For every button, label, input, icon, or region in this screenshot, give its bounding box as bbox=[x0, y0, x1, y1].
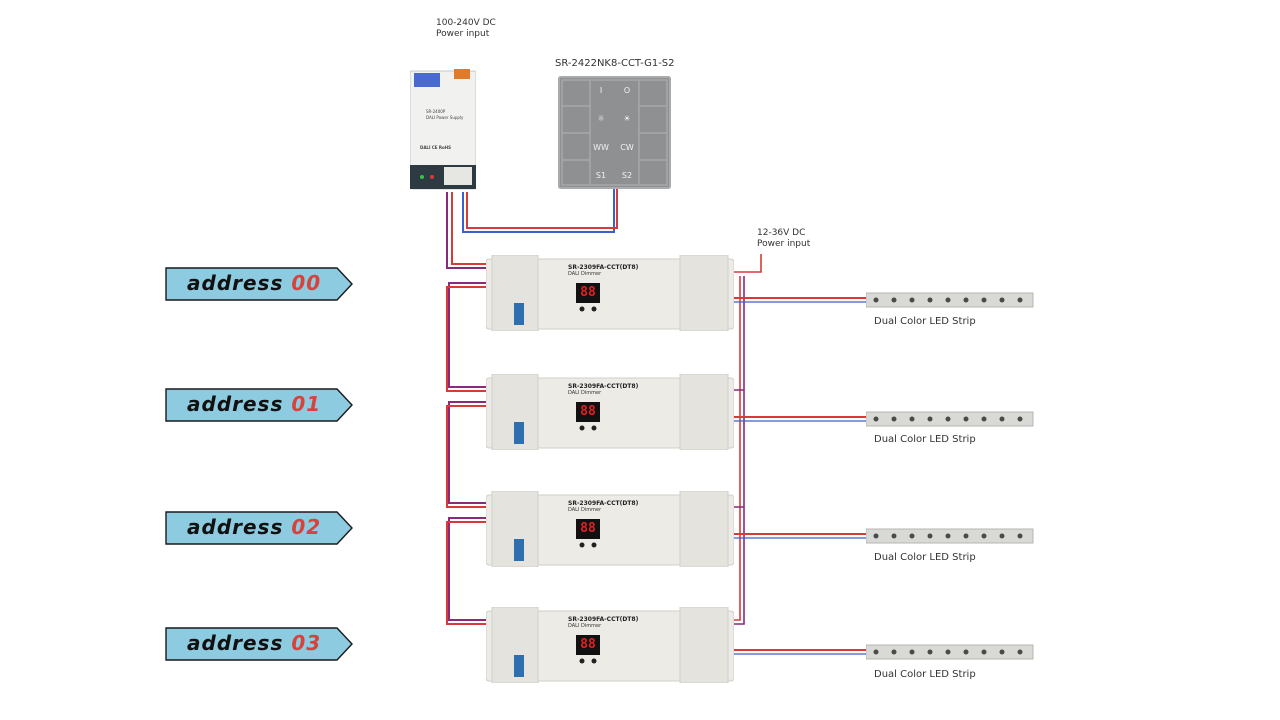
psu-marks: DALI CE RoHS bbox=[420, 145, 451, 150]
led-strip-01 bbox=[866, 411, 1034, 427]
dc-power-input-voltage: 12-36V DC bbox=[757, 228, 806, 238]
led-strip-00 bbox=[866, 292, 1034, 308]
dali-dimmer-00: SR-2309FA-CCT(DT8) DALI Dimmer 88 bbox=[485, 254, 735, 332]
address-prefix: address bbox=[187, 515, 284, 539]
dimmer-address-display: 88 bbox=[576, 283, 600, 303]
dali-dimmer-02: SR-2309FA-CCT(DT8) DALI Dimmer 88 bbox=[485, 490, 735, 568]
address-label-03: address 03 bbox=[165, 627, 353, 661]
dimmer-model: SR-2309FA-CCT(DT8) bbox=[568, 616, 639, 623]
led-strip-label-02: Dual Color LED Strip bbox=[874, 552, 976, 563]
dimmer-model: SR-2309FA-CCT(DT8) bbox=[568, 500, 639, 507]
dali-wall-panel: I O ☼ ☀ WW CW S1 S2 bbox=[558, 76, 671, 189]
dali-dimmer-01: SR-2309FA-CCT(DT8) DALI Dimmer 88 bbox=[485, 373, 735, 451]
address-prefix: address bbox=[187, 271, 284, 295]
panel-key-off[interactable]: O bbox=[623, 86, 631, 95]
dimmer-subtitle: DALI Dimmer bbox=[568, 390, 602, 396]
dimmer-subtitle: DALI Dimmer bbox=[568, 507, 602, 513]
dimmer-address-display: 88 bbox=[576, 402, 600, 422]
address-tag-shape bbox=[165, 388, 353, 422]
dimmer-body bbox=[485, 490, 735, 568]
address-number: 00 bbox=[291, 271, 322, 295]
led-strip-label-01: Dual Color LED Strip bbox=[874, 434, 976, 445]
panel-key-dim-down[interactable]: ☼ bbox=[597, 114, 605, 123]
dc-power-input-caption: 12-36V DC Power input bbox=[757, 228, 810, 250]
panel-key-on[interactable]: I bbox=[599, 86, 603, 95]
panel-model-label: SR-2422NK8-CCT-G1-S2 bbox=[555, 58, 675, 69]
address-tag-shape bbox=[165, 511, 353, 545]
led-strip-02 bbox=[866, 528, 1034, 544]
led-strip-03 bbox=[866, 644, 1034, 660]
panel-key-s1[interactable]: S1 bbox=[595, 171, 607, 180]
address-tag-shape bbox=[165, 267, 353, 301]
psu-body bbox=[409, 61, 477, 190]
ac-power-input-label: Power input bbox=[436, 29, 490, 39]
dimmer-model: SR-2309FA-CCT(DT8) bbox=[568, 383, 639, 390]
panel-key-cw[interactable]: CW bbox=[620, 143, 634, 152]
led-output-wires bbox=[720, 297, 868, 655]
dali-dimmer-03: SR-2309FA-CCT(DT8) DALI Dimmer 88 bbox=[485, 606, 735, 684]
panel-key-ww[interactable]: WW bbox=[593, 143, 609, 152]
address-number: 01 bbox=[291, 392, 322, 416]
psu-subtitle: DALI Power Supply bbox=[426, 115, 464, 120]
ac-power-input-voltage: 100-240V DC bbox=[436, 18, 496, 28]
address-label-01: address 01 bbox=[165, 388, 353, 422]
led-strip-label-00: Dual Color LED Strip bbox=[874, 316, 976, 327]
panel-key-s2[interactable]: S2 bbox=[621, 171, 633, 180]
dimmer-address-display: 88 bbox=[576, 519, 600, 539]
dimmer-subtitle: DALI Dimmer bbox=[568, 623, 602, 629]
address-tag-shape bbox=[165, 627, 353, 661]
address-label-00: address 00 bbox=[165, 267, 353, 301]
psu-model: SR-2400P bbox=[426, 109, 446, 114]
ac-power-input-caption: 100-240V DC Power input bbox=[436, 18, 496, 40]
panel-grid bbox=[561, 79, 668, 186]
led-strip-label-03: Dual Color LED Strip bbox=[874, 669, 976, 680]
address-prefix: address bbox=[187, 631, 284, 655]
panel-key-dim-up[interactable]: ☀ bbox=[623, 114, 631, 123]
dimmer-body bbox=[485, 606, 735, 684]
address-number: 03 bbox=[291, 631, 322, 655]
address-prefix: address bbox=[187, 392, 284, 416]
address-label-02: address 02 bbox=[165, 511, 353, 545]
dimmer-body bbox=[485, 373, 735, 451]
dali-power-supply: SR-2400P DALI Power Supply DALI CE RoHS bbox=[409, 61, 477, 191]
dimmer-body bbox=[485, 254, 735, 332]
dimmer-address-display: 88 bbox=[576, 635, 600, 655]
address-number: 02 bbox=[291, 515, 322, 539]
dc-power-input-label: Power input bbox=[757, 239, 811, 249]
dimmer-model: SR-2309FA-CCT(DT8) bbox=[568, 264, 639, 271]
dimmer-subtitle: DALI Dimmer bbox=[568, 271, 602, 277]
